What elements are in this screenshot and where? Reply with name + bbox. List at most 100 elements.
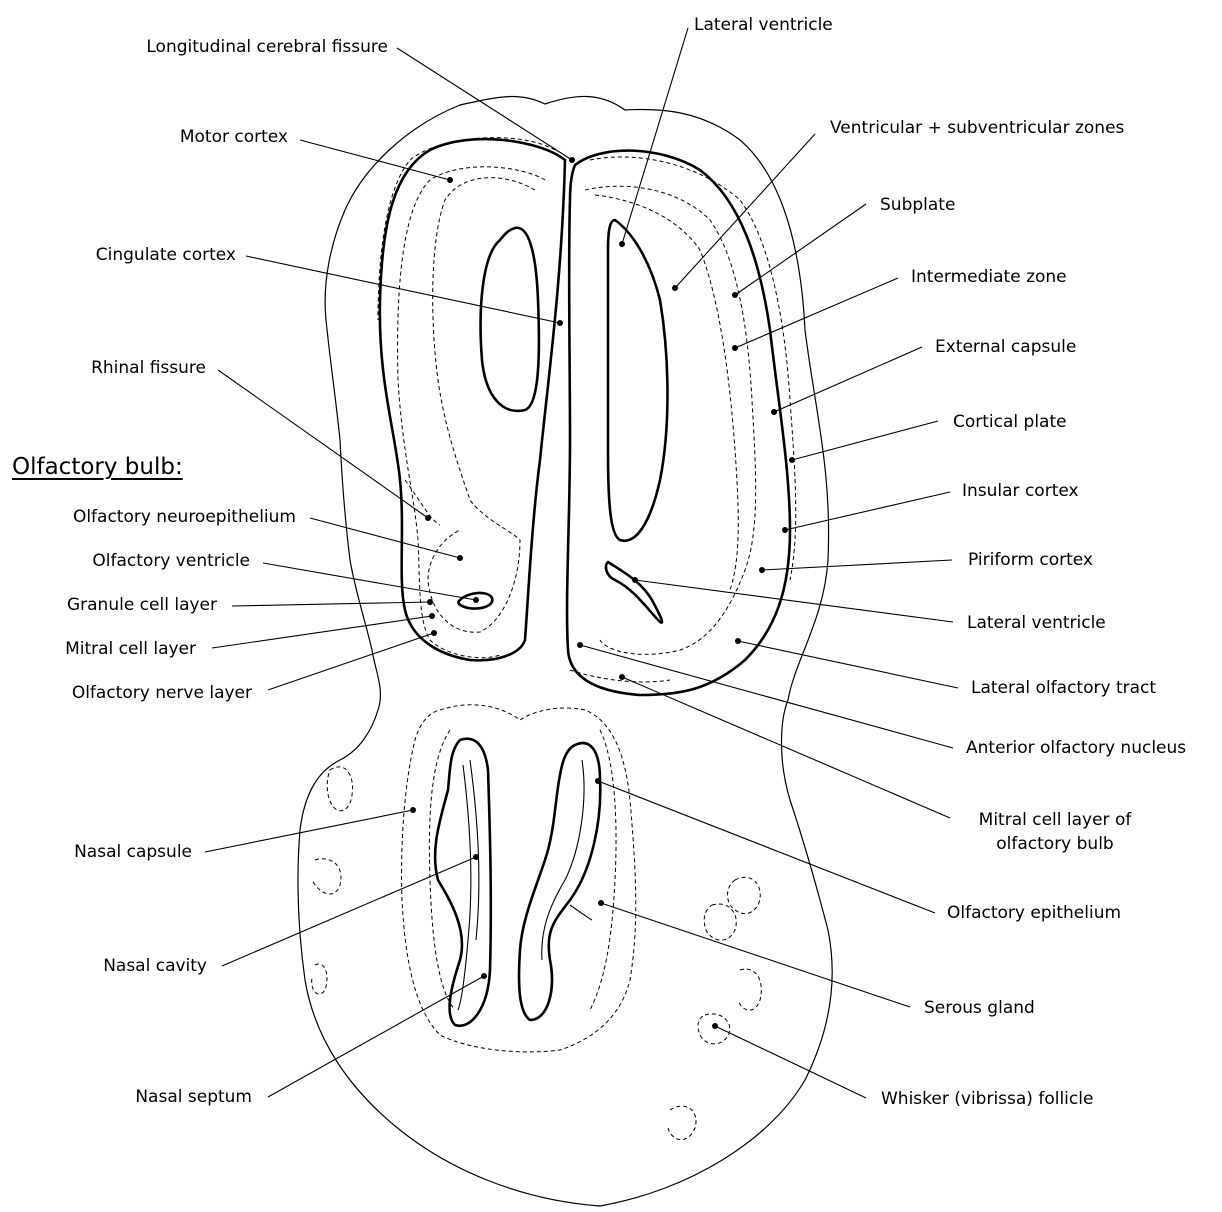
- label-olfactory-neuroepithelium: Olfactory neuroepithelium: [73, 506, 296, 528]
- leader-lines: [205, 28, 958, 1098]
- label-nasal-capsule: Nasal capsule: [74, 841, 192, 863]
- label-longitudinal-cerebral-fissure: Longitudinal cerebral fissure: [146, 36, 388, 58]
- label-subplate: Subplate: [880, 194, 955, 216]
- right-layer-dashed-1: [590, 157, 796, 580]
- label-olfactory-epithelium: Olfactory epithelium: [947, 902, 1121, 924]
- label-lateral-ventricle-bottom: Lateral ventricle: [967, 612, 1106, 634]
- leader-mitral-cell-layer: [212, 616, 432, 648]
- dot-whisker-follicle: [712, 1023, 718, 1029]
- left-nasal-septum-line-2: [470, 760, 479, 940]
- leader-cingulate-cortex: [246, 256, 560, 323]
- label-intermediate-zone: Intermediate zone: [911, 266, 1067, 288]
- dot-external-capsule: [771, 409, 777, 415]
- leader-nasal-septum: [268, 976, 484, 1097]
- left-layer-dashed-3: [428, 178, 535, 633]
- label-whisker-follicle: Whisker (vibrissa) follicle: [881, 1088, 1093, 1110]
- label-olfactory-nerve-layer: Olfactory nerve layer: [72, 682, 252, 704]
- dot-anterior-olfactory-nucleus: [577, 642, 583, 648]
- right-nasal-inner-line-2: [570, 905, 592, 920]
- left-nasal-septum-line: [458, 765, 471, 1010]
- small-dashed-blob-2: [312, 859, 341, 894]
- dot-olfactory-epithelium: [595, 778, 601, 784]
- dot-lateral-ventricle-bottom: [632, 577, 638, 583]
- label-serous-gland: Serous gland: [924, 997, 1035, 1019]
- right-lateral-ventricle-upper: [608, 220, 668, 541]
- olfactory-bulb-heading: Olfactory bulb:: [12, 454, 183, 480]
- leader-granule-cell-layer: [232, 602, 430, 606]
- dot-olfactory-nerve-layer: [431, 630, 437, 636]
- label-lateral-olfactory-tract: Lateral olfactory tract: [971, 677, 1156, 699]
- dot-intermediate-zone: [732, 345, 738, 351]
- right-nasal-inner-line: [542, 760, 584, 960]
- dot-rhinal-fissure: [425, 515, 431, 521]
- dot-olfactory-ventricle: [473, 597, 479, 603]
- dot-insular-cortex: [782, 527, 788, 533]
- leader-piriform-cortex: [762, 560, 952, 570]
- label-mitral-cell-layer-ob-line2: olfactory bulb: [962, 833, 1148, 855]
- left-rhinal-dashed: [405, 480, 440, 525]
- right-layer-dashed-2: [585, 186, 756, 654]
- leader-ventricular-zones: [675, 134, 815, 288]
- dot-nasal-capsule: [410, 807, 416, 813]
- label-piriform-cortex: Piriform cortex: [968, 549, 1093, 571]
- dot-lateral-olfactory-tract: [735, 638, 741, 644]
- leader-external-capsule: [774, 347, 922, 412]
- dot-cingulate-cortex: [557, 320, 563, 326]
- label-olfactory-ventricle: Olfactory ventricle: [92, 550, 250, 572]
- label-insular-cortex: Insular cortex: [962, 480, 1079, 502]
- label-nasal-cavity: Nasal cavity: [103, 955, 207, 977]
- label-external-capsule: External capsule: [935, 336, 1076, 358]
- dot-lateral-ventricle-top: [619, 241, 625, 247]
- leader-rhinal-fissure: [218, 370, 428, 518]
- small-dashed-blob-4: [704, 904, 736, 940]
- leader-lateral-ventricle-top: [622, 28, 688, 244]
- dot-serous-gland: [598, 900, 604, 906]
- dot-subplate: [732, 292, 738, 298]
- dot-piriform-cortex: [759, 567, 765, 573]
- label-lateral-ventricle-top: Lateral ventricle: [694, 14, 833, 36]
- dot-granule-cell-layer: [427, 599, 433, 605]
- leader-olfactory-neuroepithelium: [310, 518, 460, 558]
- small-dashed-blob-3: [728, 877, 761, 913]
- right-nasal-cavity: [519, 743, 600, 1020]
- dot-olfactory-neuroepithelium: [457, 555, 463, 561]
- label-mitral-cell-layer: Mitral cell layer: [65, 638, 196, 660]
- small-dashed-blob-8: [312, 964, 327, 994]
- dot-motor-cortex: [447, 177, 453, 183]
- leader-serous-gland: [601, 903, 910, 1007]
- leader-olfactory-nerve-layer: [268, 633, 434, 690]
- label-cingulate-cortex: Cingulate cortex: [96, 244, 236, 266]
- left-bulb-outline: [380, 139, 565, 660]
- nasal-inner-dashed-right: [590, 730, 616, 1010]
- left-inner-cavity: [481, 228, 539, 411]
- right-lateral-ventricle-lower: [606, 562, 662, 623]
- leader-nasal-capsule: [205, 810, 413, 852]
- left-nasal-cavity: [435, 739, 491, 1026]
- leader-cortical-plate: [792, 421, 938, 460]
- whisker-follicle-blob: [698, 1014, 730, 1044]
- leader-insular-cortex: [785, 492, 950, 530]
- left-layer-dashed-1: [398, 167, 545, 658]
- label-ventricular-subventricular-zones: Ventricular + subventricular zones: [830, 117, 1124, 139]
- leader-olfactory-ventricle: [263, 563, 476, 600]
- small-dashed-blob-6: [738, 969, 761, 1010]
- dot-mitral-cell-layer: [429, 613, 435, 619]
- left-layer-dashed-2: [378, 138, 555, 320]
- dot-nasal-septum: [481, 973, 487, 979]
- label-rhinal-fissure: Rhinal fissure: [91, 357, 206, 379]
- label-cortical-plate: Cortical plate: [953, 411, 1067, 433]
- leader-olfactory-epithelium: [598, 781, 935, 913]
- label-anterior-olfactory-nucleus: Anterior olfactory nucleus: [966, 737, 1186, 759]
- leader-intermediate-zone: [735, 278, 898, 348]
- dot-longitudinal-cerebral-fissure: [569, 157, 575, 163]
- leader-motor-cortex: [300, 140, 450, 180]
- leader-lateral-ventricle-bottom: [635, 580, 953, 622]
- dot-mitral-cell-layer-ob: [619, 674, 625, 680]
- dot-cortical-plate: [789, 457, 795, 463]
- nasal-inner-dashed-left: [429, 730, 455, 1010]
- dot-nasal-cavity: [473, 854, 479, 860]
- label-mitral-cell-layer-ob-line1: Mitral cell layer of: [962, 809, 1148, 831]
- label-nasal-septum: Nasal septum: [135, 1086, 252, 1108]
- dot-ventricular-zones: [672, 285, 678, 291]
